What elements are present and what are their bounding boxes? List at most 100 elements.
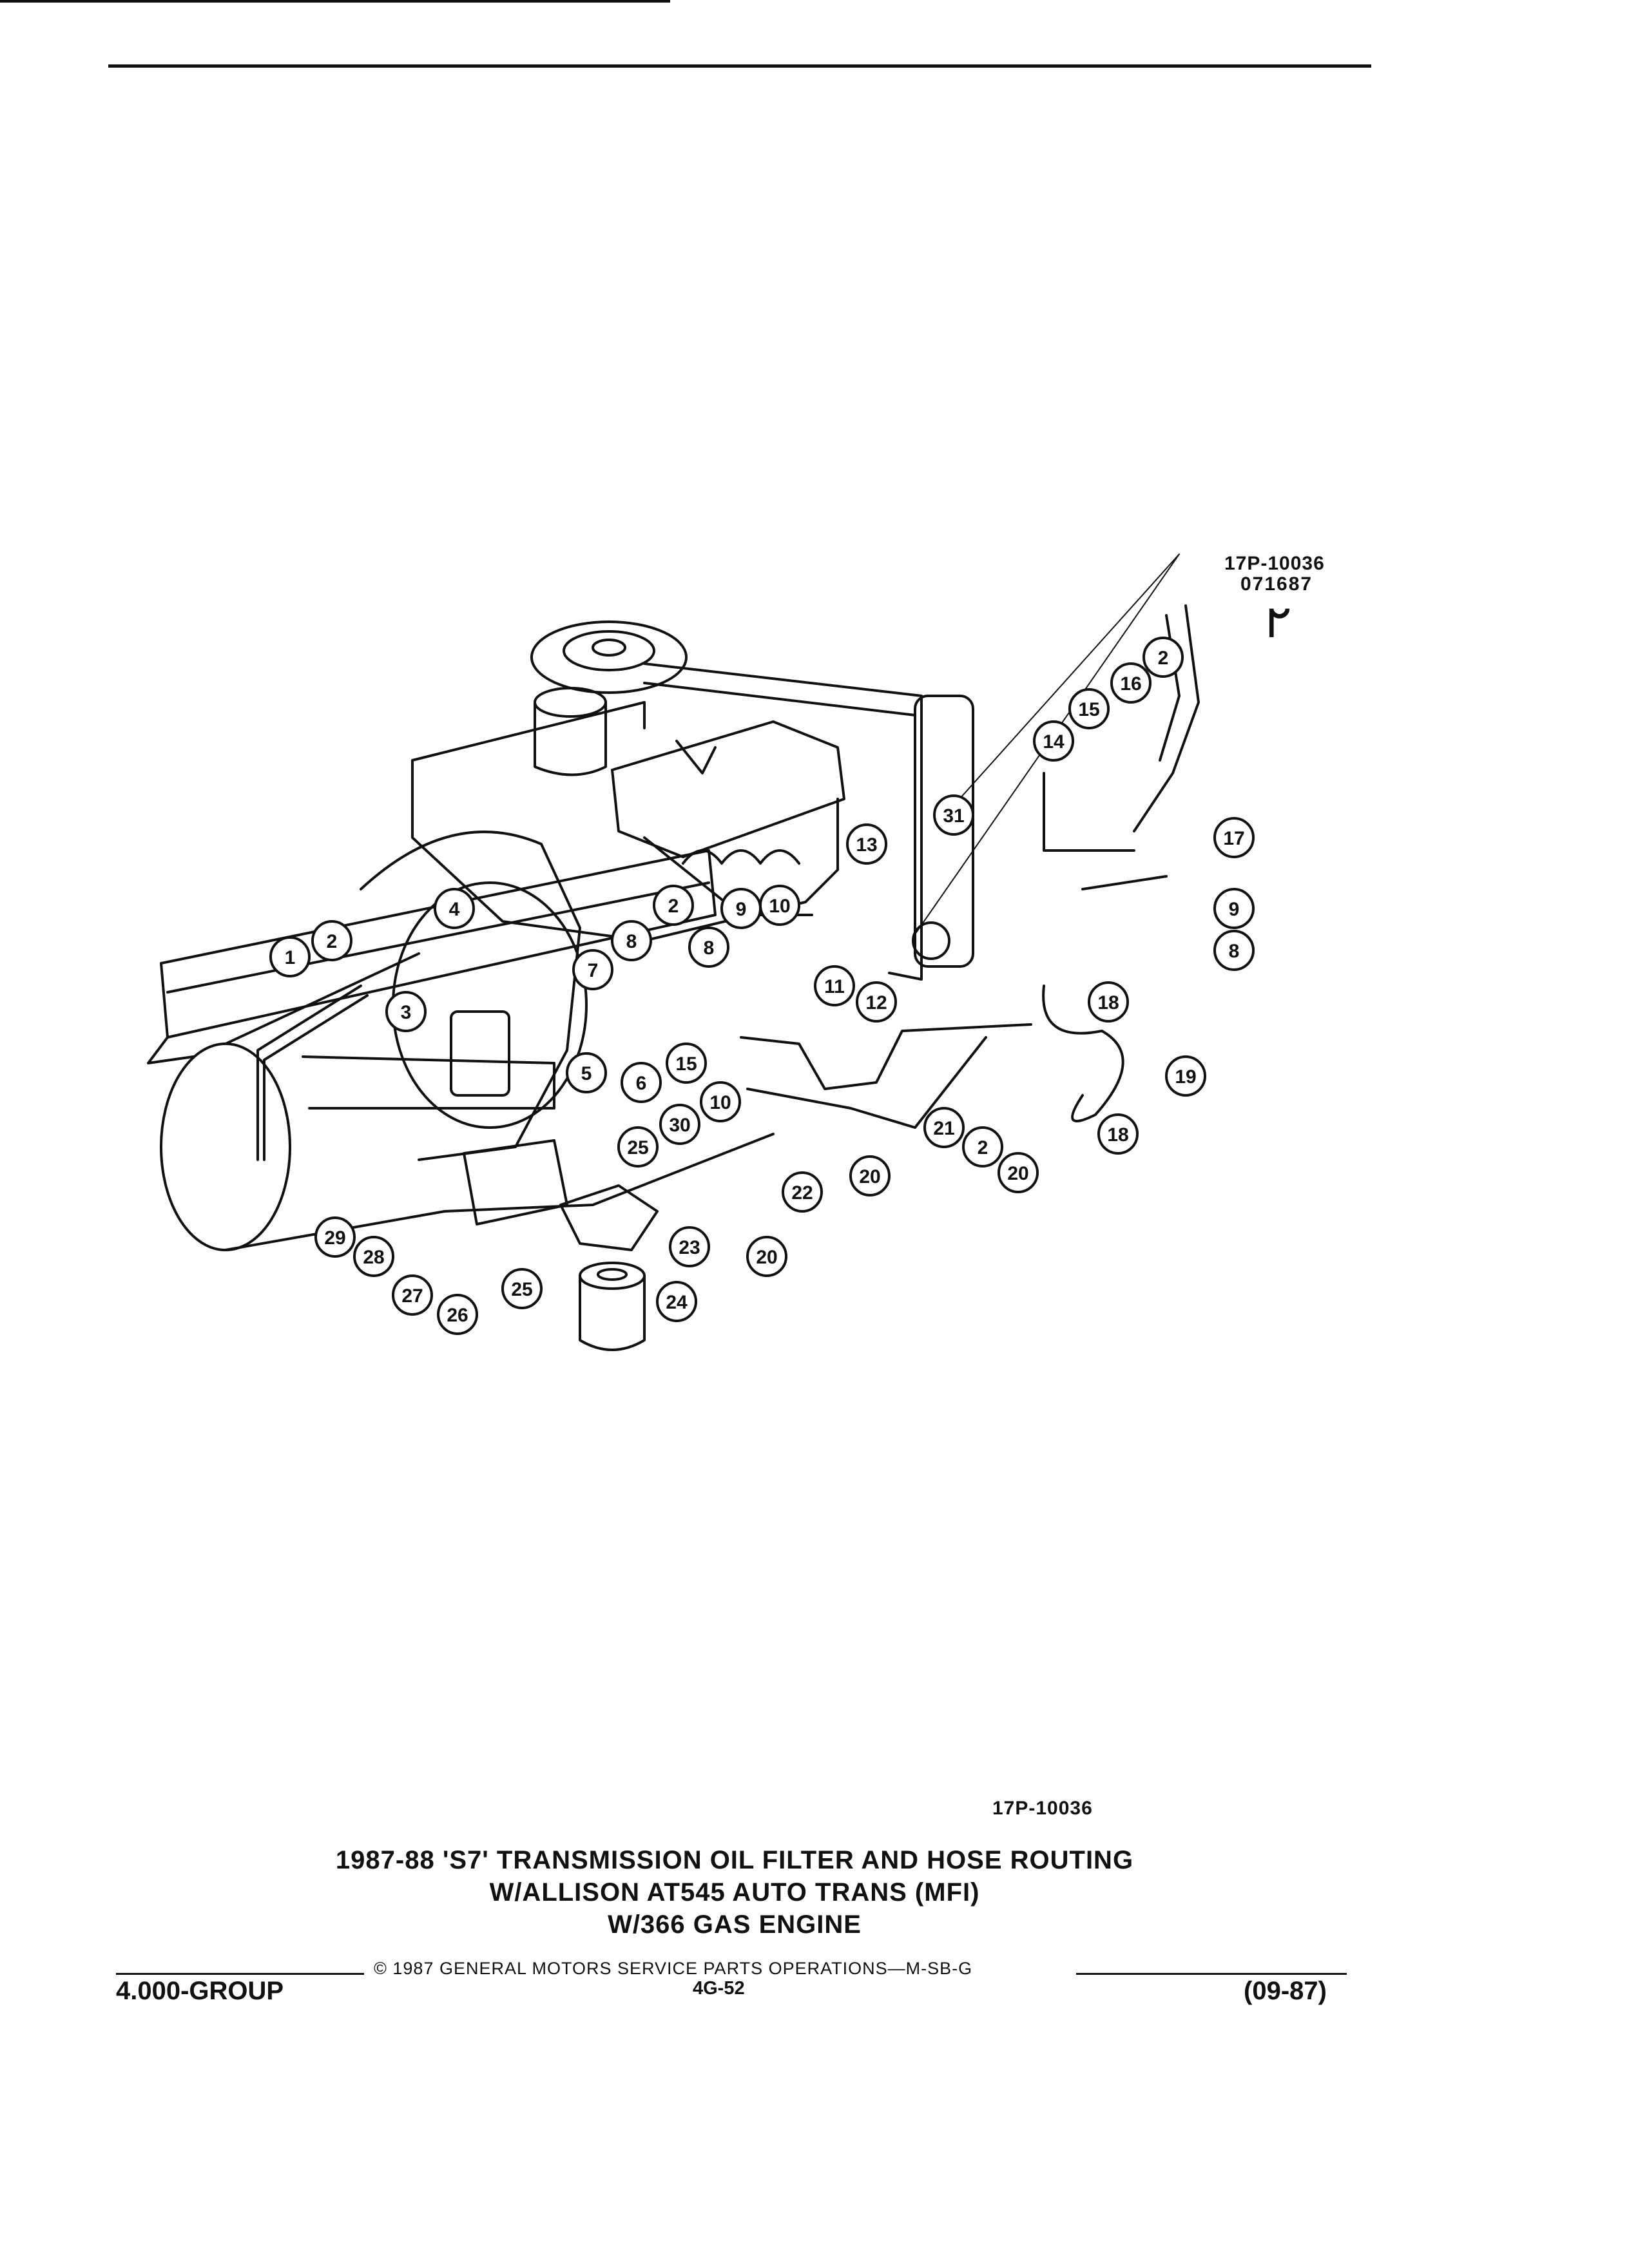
oil-filter: [579, 1274, 646, 1351]
figure-code: 17P-10036: [992, 1798, 1093, 1819]
callout-11: 11: [814, 965, 855, 1006]
callout-label: 10: [769, 896, 790, 917]
callout-label: 23: [679, 1237, 700, 1258]
valve-cover: [611, 720, 845, 858]
callout-10: 10: [759, 885, 800, 926]
figure-title-line-2: W/ALLISON AT545 AUTO TRANS (MFI): [489, 1878, 980, 1907]
callout-15: 15: [1068, 688, 1110, 729]
callout-8: 8: [688, 927, 729, 968]
callout-16: 16: [1110, 662, 1152, 704]
callout-8: 8: [611, 920, 652, 961]
callout-label: 9: [1229, 899, 1240, 920]
callout-31: 31: [933, 794, 974, 836]
callout-label: 30: [669, 1115, 690, 1136]
frame-rail: [160, 849, 717, 1039]
callout-label: 9: [736, 899, 747, 920]
callout-4: 4: [434, 888, 475, 929]
callout-8: 8: [1213, 930, 1255, 971]
callout-26: 26: [437, 1294, 478, 1335]
footer-rule-left: [116, 1973, 364, 1975]
callout-label: 22: [791, 1182, 813, 1204]
callout-label: 8: [1229, 941, 1240, 962]
callout-label: 7: [588, 960, 599, 981]
callout-30: 30: [659, 1104, 700, 1145]
callout-label: 21: [933, 1118, 954, 1139]
callout-21: 21: [923, 1107, 965, 1148]
footer-rule-right: [1076, 1973, 1347, 1975]
callout-label: 31: [943, 805, 964, 827]
callout-5: 5: [566, 1052, 607, 1093]
callout-9: 9: [1213, 888, 1255, 929]
callout-10: 10: [700, 1081, 741, 1122]
callout-label: 20: [1007, 1163, 1028, 1184]
callout-1: 1: [269, 936, 311, 977]
callout-14: 14: [1033, 720, 1074, 762]
callout-label: 18: [1097, 992, 1119, 1014]
callout-18: 18: [1088, 981, 1129, 1023]
callout-23: 23: [669, 1226, 710, 1267]
copyright-notice: © 1987 GENERAL MOTORS SERVICE PARTS OPER…: [374, 1959, 973, 1978]
drawing-date-code: 071687: [1240, 573, 1313, 595]
callout-label: 12: [865, 992, 887, 1014]
access-plate: [450, 1010, 510, 1097]
callout-label: 1: [285, 947, 296, 968]
callout-2: 2: [962, 1126, 1003, 1168]
oil-filler-tube: [534, 701, 607, 776]
callout-label: 6: [636, 1073, 647, 1094]
callout-label: 26: [447, 1305, 468, 1326]
callout-label: 28: [363, 1247, 384, 1268]
callout-label: 16: [1120, 673, 1141, 695]
callout-label: 5: [581, 1063, 592, 1084]
bracket: [463, 1139, 568, 1225]
callout-label: 18: [1107, 1124, 1128, 1146]
callout-label: 3: [401, 1002, 412, 1023]
callout-label: 4: [449, 899, 460, 920]
callout-27: 27: [392, 1274, 433, 1316]
cooler-line-left: [256, 985, 362, 1161]
radiator-tank: [914, 695, 974, 968]
hose-loop: [1042, 985, 1124, 1122]
callout-label: 20: [859, 1166, 880, 1187]
callout-28: 28: [353, 1236, 394, 1277]
callout-label: 20: [756, 1247, 777, 1268]
callout-label: 19: [1175, 1066, 1196, 1088]
callout-label: 2: [327, 931, 338, 952]
revision-date: (09-87): [1244, 1977, 1327, 2005]
callout-25: 25: [617, 1126, 659, 1168]
callout-20: 20: [849, 1155, 891, 1196]
bell-housing: [360, 831, 581, 1161]
callout-label: 14: [1043, 731, 1065, 753]
group-label: 4.000-GROUP: [116, 1977, 284, 2005]
cooler-line-right: [1133, 604, 1200, 832]
callout-label: 13: [856, 834, 877, 856]
callout-label: 25: [511, 1279, 532, 1300]
cooler-line-center: [740, 1023, 1032, 1090]
callout-3: 3: [385, 991, 427, 1032]
callout-18: 18: [1097, 1113, 1139, 1155]
figure-title-line-3: W/366 GAS ENGINE: [608, 1910, 862, 1939]
callout-2: 2: [653, 885, 694, 926]
callout-label: 2: [978, 1137, 988, 1158]
callout-label: 8: [626, 931, 637, 952]
callout-label: 8: [704, 937, 715, 959]
callout-label: 24: [666, 1292, 688, 1313]
callout-label: 11: [824, 976, 845, 997]
callout-2: 2: [1142, 637, 1184, 678]
callout-17: 17: [1213, 817, 1255, 858]
callout-24: 24: [656, 1281, 697, 1322]
callout-label: 2: [668, 896, 679, 917]
drawing-code: 17P-10036: [1224, 553, 1325, 574]
callout-7: 7: [572, 949, 613, 990]
gm-logo-icon: ᖸ: [1268, 603, 1291, 645]
callout-20: 20: [746, 1236, 787, 1277]
transmission-cover: [160, 1043, 291, 1251]
callout-label: 29: [324, 1227, 345, 1249]
callout-19: 19: [1165, 1055, 1206, 1097]
callout-2: 2: [311, 920, 352, 961]
filter-adapter: [559, 1184, 659, 1251]
radiator-core: [643, 662, 923, 981]
callout-12: 12: [856, 981, 897, 1023]
callout-label: 17: [1223, 828, 1244, 849]
top-edge-rule: [0, 0, 670, 3]
